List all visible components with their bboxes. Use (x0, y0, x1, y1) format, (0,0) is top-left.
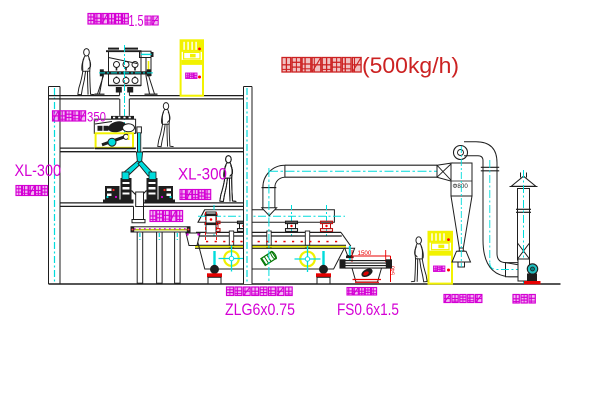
svg-text:Φ800: Φ800 (453, 183, 469, 190)
svg-text:350: 350 (87, 110, 106, 125)
svg-text:FS0.6x1.5: FS0.6x1.5 (337, 301, 399, 319)
svg-text:XL-300: XL-300 (15, 161, 62, 180)
svg-text:(500kg/h): (500kg/h) (362, 53, 459, 78)
svg-text:1.5: 1.5 (129, 13, 144, 30)
svg-text:1500: 1500 (358, 250, 372, 257)
svg-text:540: 540 (391, 266, 397, 275)
svg-text:ZLG6x0.75: ZLG6x0.75 (225, 301, 295, 319)
svg-text:XL-300: XL-300 (178, 165, 227, 184)
